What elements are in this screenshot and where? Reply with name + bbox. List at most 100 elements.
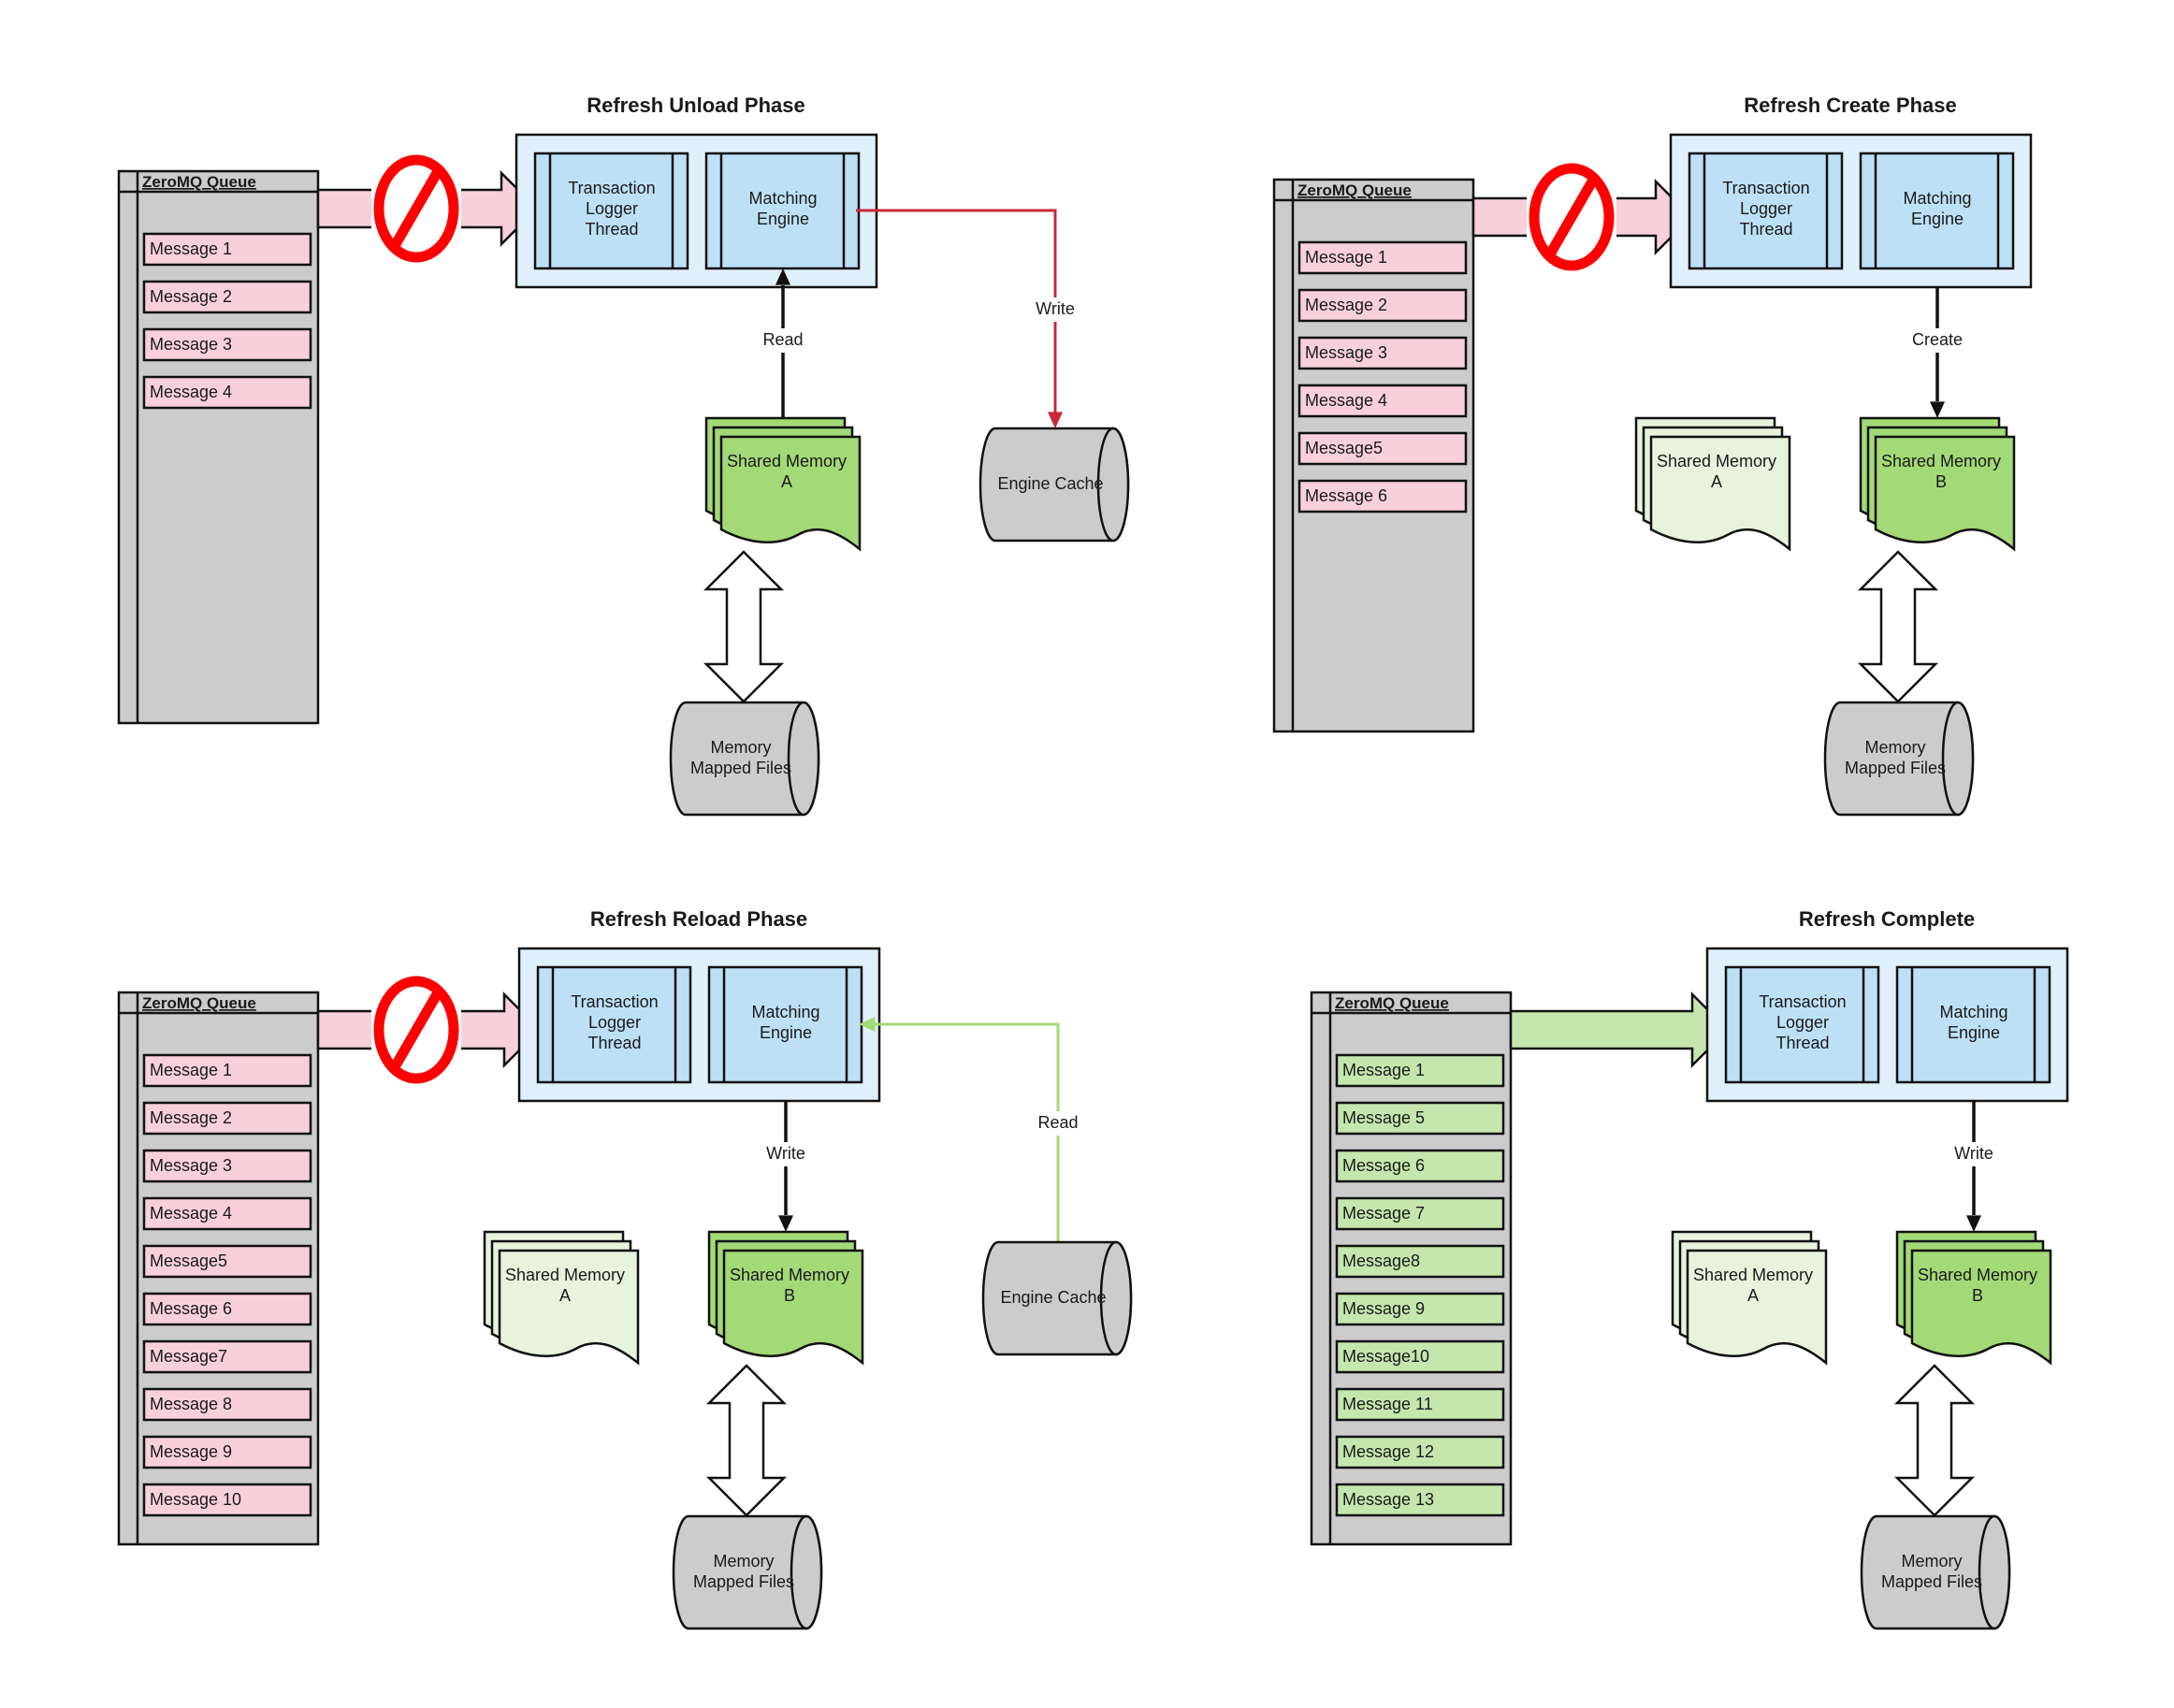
message-label: Message 1	[150, 1061, 232, 1079]
message-box[interactable]	[142, 1387, 312, 1422]
queue-message[interactable]: Message 4	[1297, 384, 1468, 418]
message-box[interactable]	[1297, 384, 1468, 418]
message-box[interactable]	[1335, 1387, 1505, 1422]
queue-message[interactable]: Message 7	[1335, 1196, 1505, 1231]
matching-engine-box[interactable]	[707, 965, 863, 1084]
queue-message[interactable]: Message5	[1297, 431, 1468, 466]
queue-message[interactable]: Message 13	[1335, 1483, 1505, 1517]
queue-message[interactable]: Message5	[142, 1244, 312, 1279]
message-box[interactable]	[1335, 1101, 1505, 1136]
phase-title: Refresh Create Phase	[1744, 94, 1956, 117]
message-box[interactable]	[1335, 1149, 1505, 1183]
queue-message[interactable]: Message 11	[1335, 1387, 1505, 1422]
queue-message[interactable]: Message 1	[142, 1053, 312, 1088]
engine-cache[interactable]: Engine Cache	[981, 1240, 1133, 1356]
queue-message[interactable]: Message 6	[1335, 1149, 1505, 1183]
message-label: Message 2	[150, 1108, 232, 1127]
edge-label-bg	[1034, 1111, 1082, 1136]
message-box[interactable]	[142, 1435, 312, 1469]
queue-message[interactable]: Message 9	[1335, 1292, 1505, 1326]
message-box[interactable]	[1297, 336, 1468, 370]
message-box[interactable]	[1335, 1435, 1505, 1469]
queue-message[interactable]: Message 1	[142, 232, 312, 267]
queue-message[interactable]: Message 6	[142, 1292, 312, 1326]
queue-message[interactable]: Message 3	[142, 327, 312, 362]
message-box[interactable]	[142, 1149, 312, 1183]
message-box[interactable]	[1335, 1244, 1505, 1279]
message-box[interactable]	[1335, 1292, 1505, 1326]
message-box[interactable]	[142, 327, 312, 362]
queue-message[interactable]: Message 12	[1335, 1435, 1505, 1469]
message-box[interactable]	[1297, 288, 1468, 323]
message-box[interactable]	[142, 232, 312, 267]
queue-message[interactable]: Message 2	[142, 280, 312, 314]
queue-message[interactable]: Message 2	[1297, 288, 1468, 323]
message-box[interactable]	[142, 280, 312, 314]
message-box[interactable]	[1335, 1483, 1505, 1517]
transaction-logger-thread-box[interactable]	[1688, 152, 1844, 270]
message-box[interactable]	[1335, 1196, 1505, 1231]
message-box[interactable]	[142, 1196, 312, 1231]
message-box[interactable]	[1297, 240, 1468, 275]
queue-message[interactable]: Message 10	[142, 1483, 312, 1517]
queue-message[interactable]: Message 8	[142, 1387, 312, 1422]
queue-message[interactable]: Message 1	[1335, 1053, 1505, 1088]
transaction-logger-thread-box[interactable]	[536, 965, 692, 1084]
queue-message[interactable]: Message10	[1335, 1339, 1505, 1374]
queue-message[interactable]: Message 9	[142, 1435, 312, 1469]
write-arrowhead	[1966, 1215, 1981, 1232]
queue-message[interactable]: Message 5	[1335, 1101, 1505, 1136]
queue-message[interactable]: Message 4	[142, 375, 312, 410]
queue-message[interactable]: Message 2	[142, 1101, 312, 1136]
message-box[interactable]	[1335, 1053, 1505, 1088]
message-box[interactable]	[142, 1053, 312, 1088]
queue-message[interactable]: Message7	[142, 1339, 312, 1374]
matching-engine-box[interactable]	[1859, 152, 2015, 270]
queue-message[interactable]: Message8	[1335, 1244, 1505, 1279]
queue-message[interactable]: Message 3	[142, 1149, 312, 1183]
message-box[interactable]	[1297, 431, 1468, 466]
queue-message[interactable]: Message 6	[1297, 479, 1468, 514]
message-box[interactable]	[1297, 479, 1468, 514]
queue-message[interactable]: Message 4	[142, 1196, 312, 1231]
matching-engine-box[interactable]	[704, 152, 861, 270]
queue-message[interactable]: Message 1	[1297, 240, 1468, 275]
message-box[interactable]	[142, 1244, 312, 1279]
message-box[interactable]	[142, 375, 312, 410]
message-box[interactable]	[142, 1101, 312, 1136]
message-box[interactable]	[142, 1483, 312, 1517]
engine-cache[interactable]: Engine Cache	[978, 427, 1130, 543]
transaction-logger-thread-box[interactable]	[533, 152, 689, 270]
message-box[interactable]	[142, 1292, 312, 1326]
message-label: Message 13	[1342, 1490, 1434, 1509]
message-box[interactable]	[1335, 1339, 1505, 1374]
message-box[interactable]	[142, 1339, 312, 1374]
transaction-logger-thread-box[interactable]	[1724, 965, 1880, 1084]
matching-engine-box[interactable]	[1895, 965, 2051, 1084]
blocked-icon	[371, 154, 461, 263]
queue-message[interactable]: Message 3	[1297, 336, 1468, 370]
